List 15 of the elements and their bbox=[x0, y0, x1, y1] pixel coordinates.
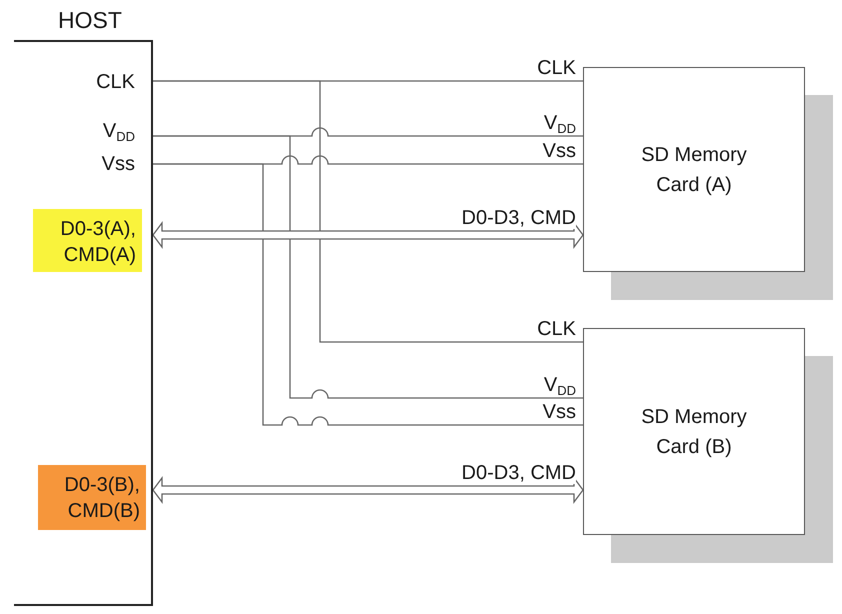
signal-box: D0-3(B), CMD(B) bbox=[38, 465, 146, 530]
pin-label: CLK bbox=[70, 70, 153, 94]
bus-arrow bbox=[152, 221, 584, 249]
host-title: HOST bbox=[58, 8, 122, 32]
edge-label: V$_{DD}$ bbox=[544, 112, 576, 134]
edge-label: D0-D3, CMD bbox=[462, 207, 576, 229]
pin-label: V$_{DD}$ bbox=[70, 119, 153, 145]
signal-line bbox=[153, 135, 583, 399]
bus-arrow bbox=[152, 476, 584, 504]
signal-line bbox=[153, 80, 583, 343]
signal-box: D0-3(A), CMD(A) bbox=[33, 209, 142, 272]
pin-label: Vss bbox=[70, 152, 153, 176]
edge-label: V$_{DD}$ bbox=[544, 374, 576, 396]
edge-label: D0-D3, CMD bbox=[462, 462, 576, 484]
signal-line bbox=[153, 163, 583, 426]
